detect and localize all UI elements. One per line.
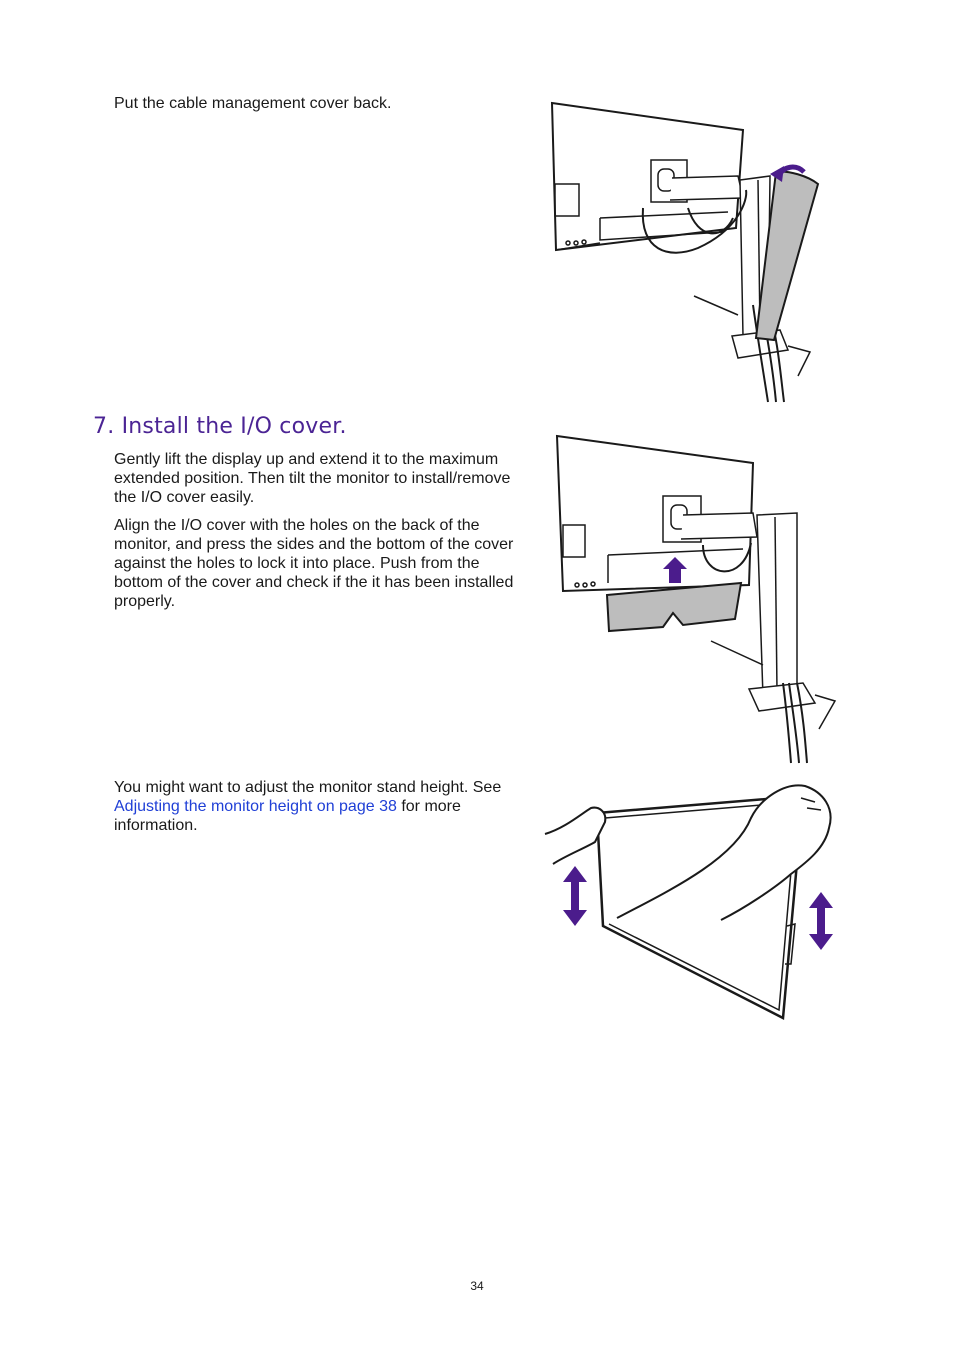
step7-para2: Align the I/O cover with the holes on th… <box>114 517 514 610</box>
step7-para1: Gently lift the display up and extend it… <box>114 451 511 506</box>
step7-block: Gently lift the display up and extend it… <box>114 450 514 620</box>
note-suffix: for more information. <box>114 798 461 834</box>
note-block: You might want to adjust the monitor sta… <box>114 778 514 844</box>
note-prefix: You might want to adjust the monitor sta… <box>114 779 502 796</box>
page-number: 34 <box>470 1279 484 1293</box>
io-cover-illustration <box>553 433 838 764</box>
note-text: You might want to adjust the monitor sta… <box>114 778 514 835</box>
monitor-height-link[interactable]: Adjusting the monitor height on page 38 <box>114 798 397 815</box>
step6-text: Put the cable management cover back. <box>114 95 392 112</box>
step7-heading: 7. Install the I/O cover. <box>93 414 347 439</box>
step6-block: Put the cable management cover back. <box>114 94 514 122</box>
cable-cover-illustration <box>548 100 820 403</box>
adjust-height-illustration <box>544 778 835 1026</box>
